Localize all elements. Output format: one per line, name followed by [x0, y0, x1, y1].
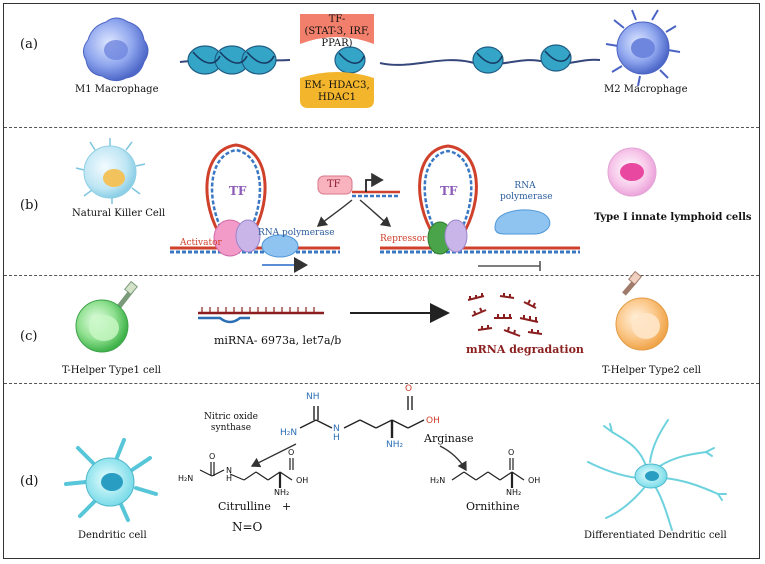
tf-right-label: TF	[440, 184, 458, 198]
panel-label-c: (c)	[20, 329, 38, 344]
orn-atom-o: O	[508, 448, 515, 457]
plus-sign: +	[282, 500, 292, 513]
th1-cell-label: T-Helper Type1 cell	[62, 365, 161, 376]
tf-block-shape	[300, 14, 374, 44]
nitric-oxide-synthase-label: Nitric oxide synthase	[200, 412, 262, 434]
mrna-fragments	[467, 293, 543, 337]
em-line-2: HDAC1	[318, 92, 356, 103]
orn-atom-h2n: H₂N	[430, 476, 446, 485]
nitric-oxide-label: N=O	[232, 520, 263, 534]
th2-cell-label: T-Helper Type2 cell	[602, 365, 701, 376]
nos-line-2: synthase	[210, 423, 252, 433]
arg-atom-h2n: H₂N	[280, 428, 298, 438]
tf-left-label: TF	[229, 184, 247, 198]
tf-promoter-center	[316, 172, 400, 227]
m1-macrophage-icon	[82, 17, 149, 82]
repressor-label: Repressor	[380, 234, 427, 244]
panel-label-d: (d)	[20, 474, 39, 489]
arg-atom-nh2: NH₂	[386, 440, 404, 450]
orn-atom-nh2: NH₂	[506, 488, 522, 497]
separator-ab	[4, 127, 759, 128]
mrna-degradation-label: mRNA degradation	[466, 343, 584, 356]
separator-cd	[4, 383, 759, 384]
arg-atom-o: O	[405, 384, 413, 394]
dna-nucleosome-strand	[179, 44, 601, 75]
m2-macrophage-label: M2 Macrophage	[604, 84, 688, 95]
dna-loop-activator	[170, 143, 340, 273]
ilc1-cell-icon	[607, 147, 657, 197]
th2-cell-icon	[615, 270, 669, 351]
ornithine-structure	[451, 458, 525, 488]
panel-label-b: (b)	[20, 198, 39, 213]
activator-label: Activator	[180, 238, 222, 248]
arginase-arrow	[439, 445, 467, 472]
nos-line-1: Nitric oxide	[204, 412, 258, 422]
em-block-label: EM- HDAC3, HDAC1	[300, 80, 374, 104]
tf-line-2: (STAT-3, IRF,	[304, 26, 370, 37]
em-block-shape	[300, 72, 374, 108]
nk-cell-icon	[75, 138, 146, 204]
citrulline-label: Citrulline	[218, 500, 271, 513]
cit-atom-o2: O	[288, 448, 295, 457]
arg-atom-n: N	[333, 424, 340, 434]
separator-bc	[4, 275, 759, 276]
tf-center-label: TF	[327, 179, 341, 190]
em-line-1: EM- HDAC3,	[304, 80, 370, 91]
differentiated-dendritic-cell-icon	[587, 419, 727, 531]
cit-atom-oh: OH	[296, 476, 309, 485]
mirna-duplex	[198, 307, 324, 324]
cit-atom-h: H	[226, 474, 233, 483]
cit-atom-n: N	[226, 466, 232, 475]
panel-label-a: (a)	[20, 37, 38, 52]
figure-frame	[3, 3, 760, 559]
tf-line-1: TF-	[328, 14, 346, 25]
m1-macrophage-label: M1 Macrophage	[75, 84, 159, 95]
cit-atom-o: O	[209, 452, 216, 461]
citrulline-structure	[199, 458, 294, 488]
tf-line-3: PPAR)	[321, 38, 353, 49]
arg-atom-nh: NH	[306, 392, 320, 402]
orn-atom-oh: OH	[528, 476, 541, 485]
m2-macrophage-icon	[605, 9, 681, 87]
cit-atom-h2n: H₂N	[178, 474, 194, 483]
ilc1-label: Type I innate lymphoid cells	[594, 212, 752, 223]
arg-atom-h: H	[333, 433, 340, 443]
dendritic-cell-label: Dendritic cell	[78, 530, 147, 541]
arginine-structure	[299, 396, 425, 438]
dna-loop-repressor	[380, 144, 580, 271]
mirna-label: miRNA- 6973a, let7a/b	[214, 334, 342, 347]
nk-cell-label: Natural Killer Cell	[72, 208, 166, 219]
arginase-label: Arginase	[424, 432, 474, 445]
differentiated-dendritic-cell-label: Differentiated Dendritic cell	[584, 530, 727, 541]
rna-pol-right-line-2: polymerase	[500, 192, 553, 202]
rna-polymerase-left-label: RNA polymerase	[258, 228, 335, 238]
rna-pol-right-line-1: RNA	[514, 181, 536, 191]
dendritic-cell-icon	[64, 438, 158, 522]
arg-atom-oh: OH	[426, 416, 440, 426]
th1-cell-icon	[75, 280, 138, 353]
nos-arrow	[250, 443, 297, 468]
rna-polymerase-right-label: RNA polymerase	[500, 181, 553, 203]
cit-atom-nh2: NH₂	[274, 488, 290, 497]
ornithine-label: Ornithine	[466, 500, 520, 513]
tf-block-label: TF- (STAT-3, IRF, PPAR)	[300, 14, 374, 50]
